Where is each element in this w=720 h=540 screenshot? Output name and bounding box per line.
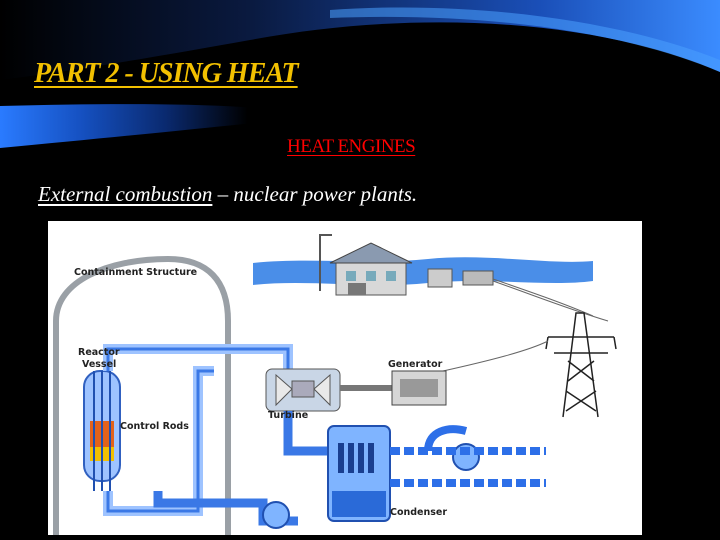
label-control-rods: Control Rods xyxy=(120,421,189,432)
pump-icon xyxy=(262,443,480,529)
body-text-rest: – nuclear power plants. xyxy=(212,182,418,206)
nuclear-plant-diagram: Containment Structure Reactor Vessel Con… xyxy=(48,221,642,535)
top-swoosh-decoration xyxy=(0,0,720,80)
label-reactor-line1: Reactor xyxy=(78,347,120,358)
condenser-icon xyxy=(327,425,391,522)
mid-swoosh-decoration xyxy=(0,104,330,148)
label-generator: Generator xyxy=(388,359,443,370)
slide-subtitle: HEAT ENGINES xyxy=(287,136,416,157)
body-text: External combustion – nuclear power plan… xyxy=(38,182,417,207)
landscape-water xyxy=(253,257,593,285)
reactor-vessel xyxy=(83,370,121,491)
house-icon xyxy=(329,242,494,296)
label-reactor-line2: Vessel xyxy=(82,359,116,370)
cooling-water-pipes xyxy=(390,447,546,487)
lamp-icon xyxy=(319,234,332,291)
containment-structure xyxy=(53,255,231,535)
slide-title: PART 2 - USING HEAT xyxy=(34,58,299,89)
body-text-underlined: External combustion xyxy=(38,182,213,206)
generator-icon xyxy=(391,370,447,406)
label-turbine: Turbine xyxy=(268,410,308,421)
label-containment-structure: Containment Structure xyxy=(74,267,197,278)
turbine-icon xyxy=(265,368,341,412)
label-condenser: Condenser xyxy=(390,507,447,518)
power-pylon-icon xyxy=(545,312,617,418)
